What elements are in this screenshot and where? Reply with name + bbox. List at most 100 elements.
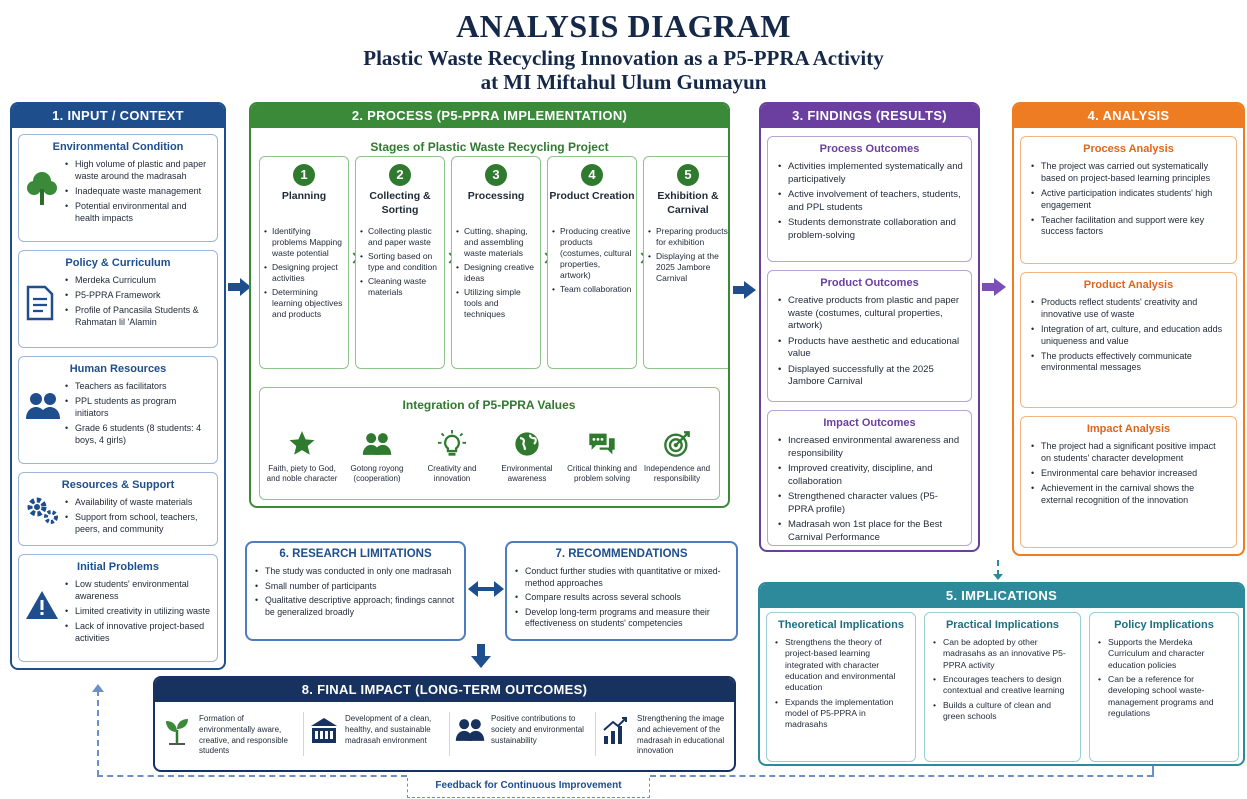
analysis-card-process: Process Analysis The project was carried… [1020,136,1237,264]
tree-icon [25,169,59,205]
star-icon [289,431,315,455]
list-item: High volume of plastic and paper waste a… [65,159,211,183]
final-impact-item: Formation of environmentally aware, crea… [159,708,297,760]
list-item: PPL students as program initiators [65,396,211,420]
warning-icon [25,589,59,623]
feedback-line-left [97,690,99,776]
stage-exhibition-carnival: 5 Exhibition & Carnival Preparing produc… [643,156,728,369]
feedback-line-bottom-right [650,775,1153,777]
list-item: Increased environmental awareness and re… [778,435,963,460]
list-item: Can be adopted by other madrasahs as an … [933,637,1074,671]
list-item: Environmental care behavior increased [1031,468,1228,480]
stage-collecting-sorting: 2 Collecting & Sorting Collecting plasti… [355,156,445,369]
final-impact-text: Strengthening the image and achievement … [637,714,725,756]
value-label: Environmental awareness [501,464,553,484]
arrow-input-process-shaft [228,283,242,291]
final-impact-item: Positive contributions to society and en… [451,708,589,760]
list-item: Supports the Merdeka Curriculum and char… [1098,637,1232,671]
list-item: Designing project activities [264,262,344,284]
stage-name: Exhibition & Carnival [657,190,719,216]
list-item: Utilizing simple tools and techniques [456,287,536,320]
list-item: Producing creative products (costumes, c… [552,226,632,281]
card-title: Policy & Curriculum [65,257,171,269]
list-item: Qualitative descriptive approach; findin… [255,595,458,618]
list-item: Displayed successfully at the 2025 Jambo… [778,364,963,389]
list-item: Preparing products for exhibition [648,226,728,248]
arrow-input-process-icon [240,278,251,296]
card-title: Human Resources [69,363,167,375]
list-item: Teacher facilitation and support were ke… [1031,215,1228,239]
card-title: Resources & Support [61,479,175,491]
double-arrow-shaft [476,587,496,591]
people-icon [25,391,60,425]
list-item: The study was conducted in only one madr… [255,566,458,578]
stage-number: 4 [581,164,603,186]
card-title: Initial Problems [77,561,159,573]
divider [449,712,450,756]
card-title: Product Outcomes [820,277,919,289]
value-environment: Environmental awareness [487,430,567,485]
list-item: Cleaning waste materials [360,276,440,298]
people-icon [362,433,392,455]
stages-title: Stages of Plastic Waste Recycling Projec… [370,140,609,154]
card-title: Impact Analysis [1086,423,1171,435]
list-item: Potential environmental and health impac… [65,201,211,225]
list-item: Expands the implementation model of P5-P… [775,697,909,731]
arrow-down-shaft [477,644,485,658]
arrow-findings-analysis-icon [994,278,1006,296]
chat-icon [589,433,615,455]
input-card-policy: Policy & Curriculum Merdeka Curriculum P… [18,250,218,348]
list-item: Activities implemented systematically an… [778,161,963,186]
arrow-analysis-implications-line [997,560,999,576]
arrow-findings-analysis-shaft [982,283,996,291]
card-title: Environmental Condition [52,141,184,153]
list-item: Encourages teachers to design contextual… [933,674,1074,697]
implications-card-policy: Policy Implications Supports the Merdeka… [1089,612,1239,762]
list-item: Strengthens the theory of project-based … [775,637,909,694]
arrow-analysis-implications-icon [993,574,1003,580]
analysis-header: 4. ANALYSIS [1014,104,1243,128]
list-item: Active involvement of teachers, students… [778,189,963,214]
input-panel: 1. INPUT / CONTEXT Environmental Conditi… [10,102,226,670]
findings-panel: 3. FINDINGS (RESULTS) Process Outcomes A… [759,102,980,552]
values-box: Integration of P5-PPRA Values Faith, pie… [259,387,720,500]
feedback-arrow-up-icon [92,684,104,692]
card-title: Process Outcomes [819,143,920,155]
implications-header: 5. IMPLICATIONS [760,584,1243,608]
analysis-panel: 4. ANALYSIS Process Analysis The project… [1012,102,1245,556]
analysis-card-product: Product Analysis Products reflect studen… [1020,272,1237,408]
list-item: Inadequate waste management [65,186,211,198]
list-item: Achievement in the carnival shows the ex… [1031,483,1228,507]
stage-number: 2 [389,164,411,186]
stage-name: Product Creation [549,190,635,202]
diagram-subtitle-line1: Plastic Waste Recycling Innovation as a … [363,46,884,70]
list-item: Sorting based on type and condition [360,251,440,273]
lightbulb-icon [438,430,466,456]
recommendations-panel: 7. RECOMMENDATIONS Conduct further studi… [505,541,738,641]
final-impact-panel: 8. FINAL IMPACT (LONG-TERM OUTCOMES) For… [153,676,736,772]
list-item: Designing creative ideas [456,262,536,284]
list-item: Can be a reference for developing school… [1098,674,1232,719]
target-icon [664,431,690,457]
findings-card-product: Product Outcomes Creative products from … [767,270,972,402]
list-item: Low students' environmental awareness [65,579,211,603]
gears-icon [25,495,59,529]
list-item: The project had a significant positive i… [1031,441,1228,465]
list-item: Lack of innovative project-based activit… [65,621,211,645]
value-independence: Independence and responsibility [637,430,717,485]
value-label: Critical thinking and problem solving [567,464,637,484]
card-title: Process Analysis [1083,143,1174,155]
building-icon [311,718,337,743]
list-item: Madrasah won 1st place for the Best Carn… [778,519,963,544]
list-item: Develop long-term programs and measure t… [515,607,730,630]
final-impact-item: Development of a clean, healthy, and sus… [305,708,443,760]
list-item: Determining learning objectives and prod… [264,287,344,320]
list-item: The project was carried out systematical… [1031,161,1228,185]
card-title: Impact Outcomes [823,417,916,429]
list-item: Team collaboration [552,284,632,295]
input-card-human-resources: Human Resources Teachers as facilitators… [18,356,218,464]
list-item: Conduct further studies with quantitativ… [515,566,730,589]
value-label: Faith, piety to God, and noble character [266,464,338,484]
list-item: The products effectively communicate env… [1031,351,1228,375]
diagram-title: ANALYSIS DIAGRAM [456,8,791,44]
